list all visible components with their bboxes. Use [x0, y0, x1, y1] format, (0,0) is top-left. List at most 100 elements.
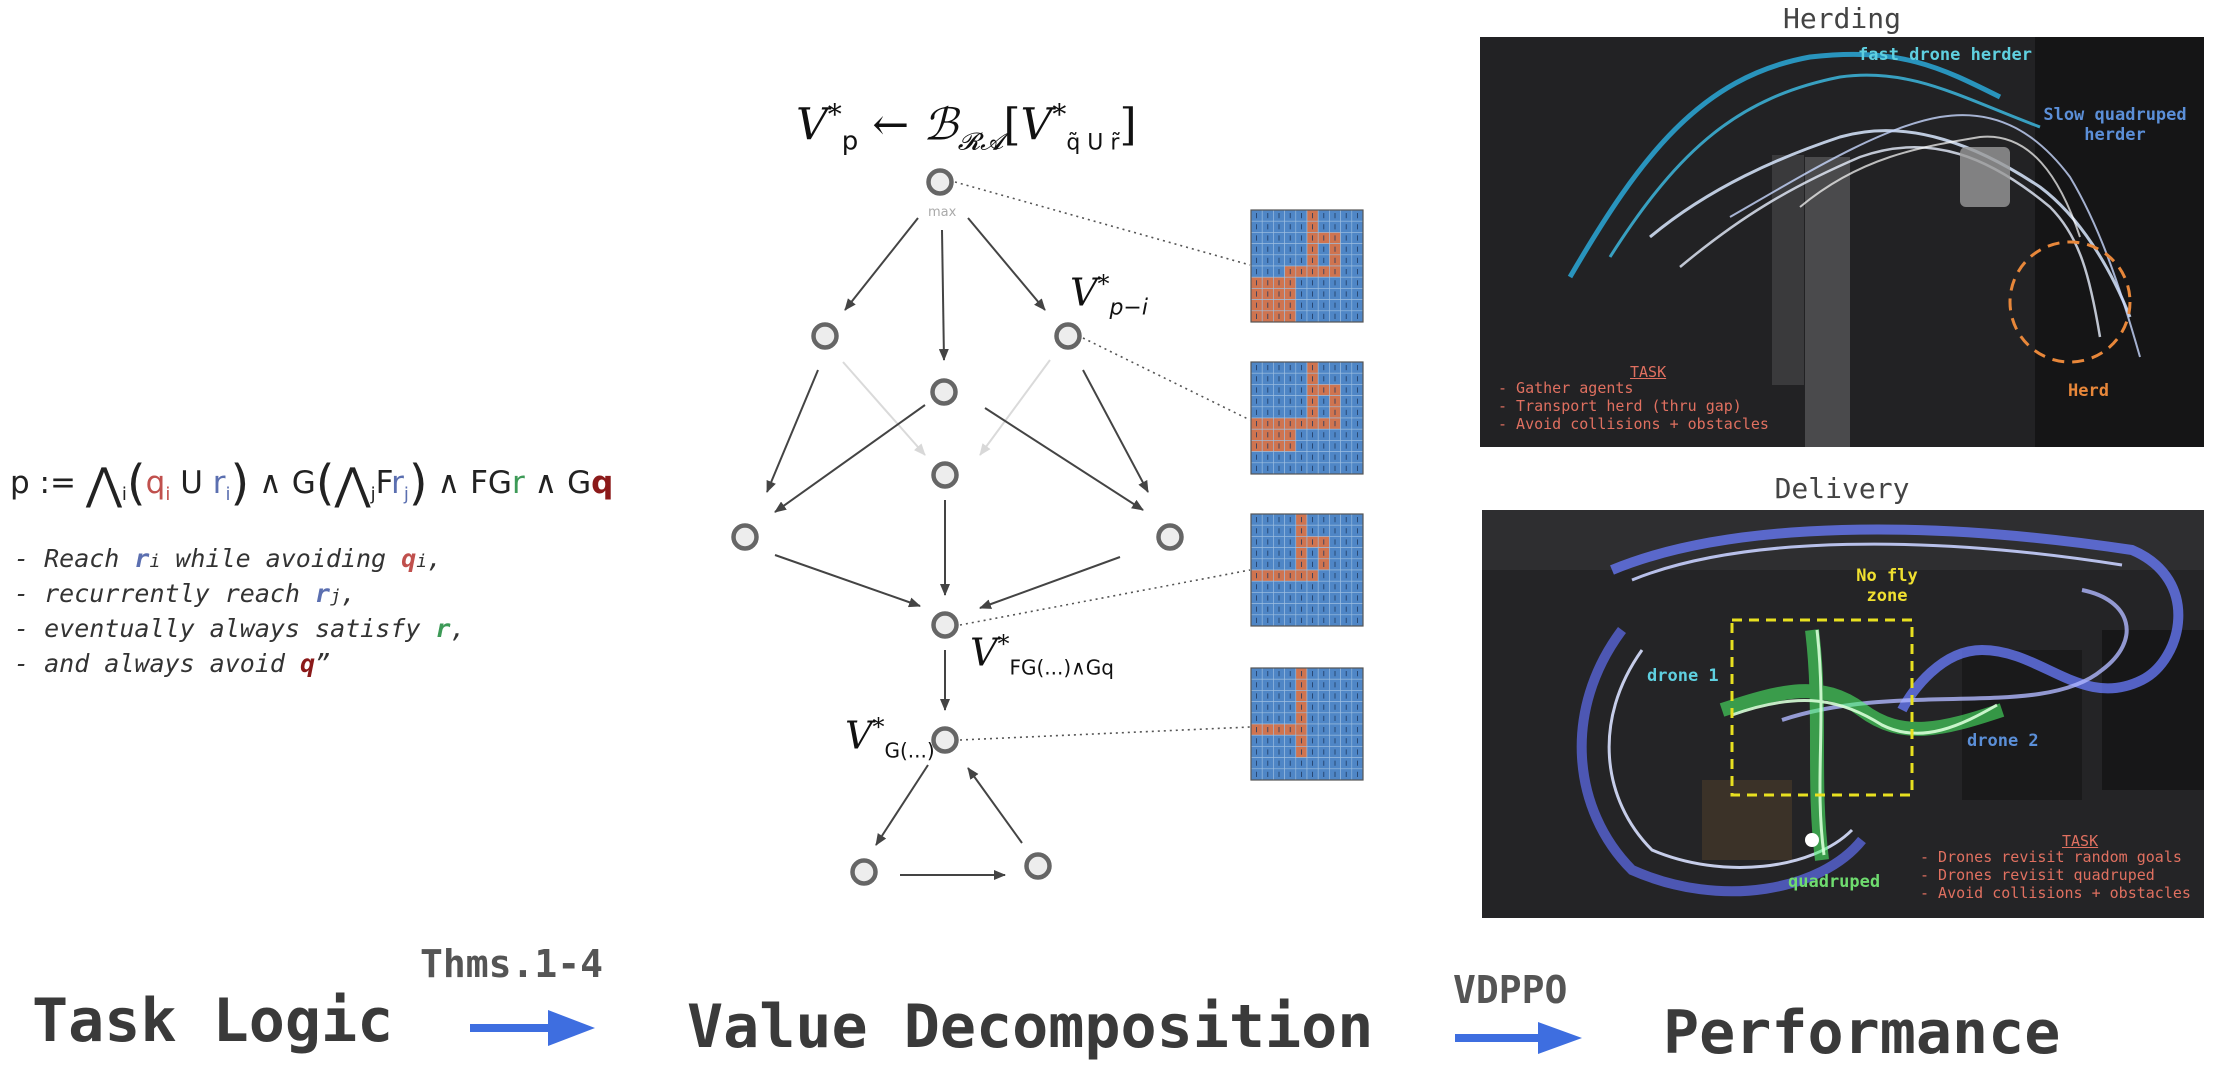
edge	[967, 217, 1046, 311]
drone1-label: drone 1	[1647, 666, 1719, 686]
delivery-task-title: TASK	[2062, 832, 2099, 850]
formula-r-green: r	[511, 465, 525, 501]
formula-g-2: G	[567, 465, 592, 501]
delivery-title: Delivery	[1774, 472, 1910, 505]
formula-r-j: r	[391, 465, 404, 501]
desc-text: - and always avoid	[14, 649, 300, 678]
desc-end: ,	[427, 544, 443, 573]
formula-r-sub: i	[225, 484, 231, 506]
label-vfg: V*FG(...)∧Gq	[970, 630, 1114, 679]
edge	[774, 554, 921, 608]
herding-photo-art	[1480, 37, 2204, 447]
formula-lhs: p :=	[10, 465, 76, 501]
dotted-link-3	[959, 569, 1251, 626]
eq-star-2: *	[1052, 98, 1067, 131]
formula-q: q	[145, 465, 166, 501]
desc-text: - Reach	[14, 544, 135, 573]
desc-sym: r	[134, 544, 150, 573]
slow-quadruped-label: Slow quadruped herder	[2030, 105, 2200, 145]
label-vp-minus-i: V*p−i	[1070, 270, 1148, 320]
lbl-star: *	[997, 630, 1010, 658]
formula-q-sub: i	[165, 484, 171, 506]
fast-drone-label: fast drone herder	[1858, 45, 2032, 65]
faint-arrow-1	[842, 361, 926, 456]
formula-paren-2: (	[315, 455, 335, 511]
description-line-2: - recurrently reach rj,	[14, 579, 356, 608]
delivery-photo: No fly zone drone 1 drone 2 quadruped TA…	[1482, 510, 2204, 918]
performance-label: Performance	[1663, 998, 2061, 1068]
node	[731, 523, 759, 551]
formula-sub-j: j	[370, 484, 376, 506]
description-line-1: - Reach ri while avoiding qi,	[14, 544, 442, 573]
edge	[875, 764, 929, 846]
value-grid-3	[1250, 513, 1364, 627]
formula-big-and-j: ⋀	[334, 459, 371, 510]
formula-f: F	[375, 465, 392, 501]
formula-paren-close-2: )	[408, 455, 428, 511]
slow-quadruped-line-1: Slow quadruped	[2043, 105, 2187, 125]
no-fly-line-2: zone	[1866, 586, 1908, 606]
formula-sub-i: i	[121, 484, 127, 506]
node-root	[926, 168, 954, 196]
node-vfg	[931, 611, 959, 639]
herding-task-title: TASK	[1630, 363, 1667, 381]
herding-photo: fast drone herder Slow quadruped herder …	[1480, 37, 2204, 447]
value-decomposition-label: Value Decomposition	[687, 992, 1374, 1062]
thms-label: Thms.1-4	[420, 942, 604, 986]
eq-p: p	[841, 126, 859, 157]
formula-and-1: ∧	[259, 465, 282, 501]
desc-text: - eventually always satisfy	[14, 614, 436, 643]
edge	[984, 407, 1144, 511]
grid-border	[1250, 361, 1364, 475]
grid-border	[1250, 667, 1364, 781]
desc-sym-2: q	[401, 544, 417, 573]
value-grid-1	[1250, 209, 1364, 323]
value-grid-4	[1250, 667, 1364, 781]
eq-qt: q̃	[1066, 130, 1081, 156]
task-formula: p := ⋀i(qi U ri) ∧ G(⋀jFrj) ∧ FGr ∧ Gq	[10, 455, 613, 511]
eq-v-2: V	[1020, 99, 1053, 151]
vdppo-label: VDPPO	[1453, 968, 1568, 1012]
node-vp-minus-i	[1054, 322, 1082, 350]
top-equation: V*p ← ℬ𝓡𝓐[V*q̃ U r̃]	[796, 98, 1137, 156]
lbl-sub: G(...)	[884, 738, 935, 763]
lbl-sub: FG(...)∧Gq	[1009, 655, 1114, 680]
delivery-photo-art	[1482, 510, 2204, 918]
eq-u: U	[1087, 130, 1104, 156]
herd-label: Herd	[2068, 381, 2109, 401]
lbl-star: *	[872, 713, 885, 741]
dotted-link-2	[1082, 337, 1251, 421]
edge	[967, 767, 1023, 844]
eq-bellman: ℬ	[923, 99, 958, 151]
quadruped-label: quadruped	[1788, 872, 1881, 892]
eq-ra: 𝓡𝓐	[957, 127, 1004, 156]
node-vg	[931, 726, 959, 754]
eq-star: *	[827, 98, 842, 131]
desc-sym: r	[435, 614, 451, 643]
formula-and-2: ∧	[437, 465, 461, 501]
slow-quadruped-line-2: herder	[2084, 125, 2146, 145]
delivery-task-item: - Drones revisit random goals	[1920, 848, 2182, 866]
formula-big-and-i: ⋀	[85, 459, 122, 510]
edge	[774, 404, 926, 513]
value-grid-2	[1250, 361, 1364, 475]
description-line-3: - eventually always satisfy r,	[14, 614, 466, 643]
formula-until: U	[180, 465, 203, 501]
formula-g: G	[291, 465, 316, 501]
edge	[766, 369, 819, 493]
no-fly-line-1: No fly	[1856, 566, 1918, 586]
formula-fg: FG	[470, 465, 512, 501]
faint-arrow-2	[979, 359, 1051, 456]
herding-task-list: - Gather agents - Transport herd (thru g…	[1498, 379, 1769, 433]
desc-end: ”	[315, 649, 331, 678]
label-vg: V*G(...)	[845, 713, 935, 762]
herding-task-item: - Avoid collisions + obstacles	[1498, 415, 1769, 433]
lbl-v: V	[1070, 270, 1098, 315]
dotted-link-4	[959, 726, 1251, 741]
task-logic-label: Task Logic	[32, 986, 394, 1056]
desc-sym: r	[315, 579, 331, 608]
value-grids	[1250, 209, 1364, 781]
lbl-v: V	[845, 713, 873, 758]
formula-paren: (	[126, 455, 146, 511]
